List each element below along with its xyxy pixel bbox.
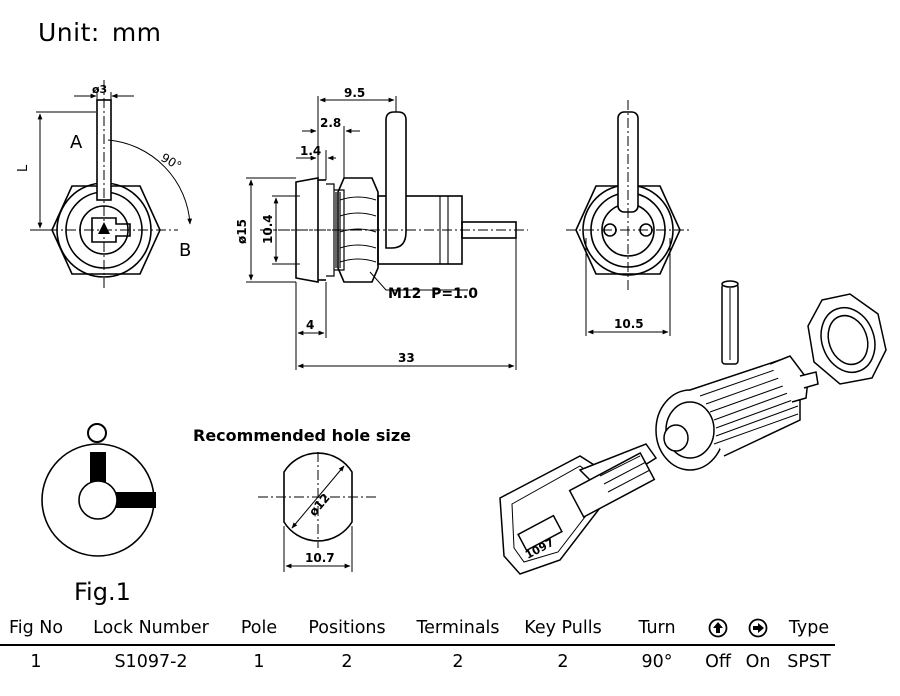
- lock-body-illustration: [655, 355, 819, 471]
- pin-dia-label: ø3: [92, 83, 107, 96]
- spec-table-header: Fig No Lock Number Pole Positions Termin…: [0, 612, 900, 644]
- header-type: Type: [788, 618, 830, 638]
- nut-illustration: [807, 293, 887, 385]
- header-terminals: Terminals: [416, 618, 500, 638]
- front-len-label: 4: [306, 318, 314, 332]
- nut-width-label: 2.8: [320, 116, 341, 130]
- header-lock-number: Lock Number: [93, 618, 209, 638]
- unit-label: Unit: mm: [38, 18, 174, 47]
- key-illustration: [499, 443, 658, 575]
- header-turn: Turn: [638, 618, 676, 638]
- exploded-view: [499, 280, 887, 575]
- rear-view: [566, 100, 692, 336]
- hole-dia-label: ø12: [306, 491, 333, 519]
- cell-pole: 1: [253, 652, 265, 672]
- unit-value: mm: [111, 18, 162, 47]
- cell-terminals: 2: [452, 652, 464, 672]
- inner-dia-label: 10.4: [261, 214, 275, 244]
- cell-right-state: On: [745, 652, 771, 672]
- flange-label: 1.4: [300, 144, 321, 158]
- side-hex-nut: [337, 177, 379, 283]
- fig-label: Fig.1: [74, 578, 131, 606]
- spec-table: Fig No Lock Number Pole Positions Termin…: [0, 612, 900, 680]
- table-header-divider: [0, 644, 835, 646]
- angle-label: 90°: [159, 150, 184, 173]
- cell-type: SPST: [787, 652, 831, 672]
- side-view: [246, 96, 528, 370]
- header-fig-no: Fig No: [8, 618, 64, 638]
- flange-dia-label: ø15: [235, 219, 249, 244]
- cell-key-pulls: 2: [557, 652, 569, 672]
- header-right-position: [738, 612, 778, 644]
- side-rear-pin: [461, 221, 517, 239]
- fig1-position-diagram: [41, 423, 156, 557]
- travel-label: L: [16, 164, 31, 172]
- cell-up-state: Off: [705, 652, 731, 672]
- header-pole: Pole: [240, 618, 278, 638]
- pos-a-label: A: [70, 132, 83, 153]
- rear-width-label: 10.5: [614, 317, 644, 331]
- hole-flat-label: 10.7: [305, 551, 335, 565]
- key-offset-label: 9.5: [344, 86, 365, 100]
- overall-len-label: 33: [398, 351, 415, 365]
- thread-label: M12 P=1.0: [388, 286, 478, 302]
- side-key: [385, 111, 407, 249]
- technical-drawing: L ø3 A B 90°: [16, 80, 887, 606]
- hole-size-label: Recommended hole size: [193, 426, 411, 445]
- pin-illustration: [721, 280, 739, 365]
- side-flange: [295, 177, 319, 283]
- cell-positions: 2: [341, 652, 353, 672]
- table-row: 1 S1097-2 1 2 2 2 90° Off On SPST: [0, 644, 900, 680]
- header-positions: Positions: [308, 618, 386, 638]
- right-arrow-icon: [748, 618, 768, 638]
- front-view: [30, 80, 193, 290]
- up-arrow-icon: [708, 618, 728, 638]
- header-key-pulls: Key Pulls: [524, 618, 602, 638]
- keyway: [91, 217, 131, 243]
- cell-fig-no: 1: [30, 652, 42, 672]
- header-up-position: [698, 612, 738, 644]
- pos-b-label: B: [179, 240, 191, 261]
- cell-turn: 90°: [641, 652, 673, 672]
- unit-label-text: Unit:: [38, 18, 100, 47]
- recommended-hole: [258, 452, 378, 572]
- cell-lock-number: S1097-2: [114, 652, 188, 672]
